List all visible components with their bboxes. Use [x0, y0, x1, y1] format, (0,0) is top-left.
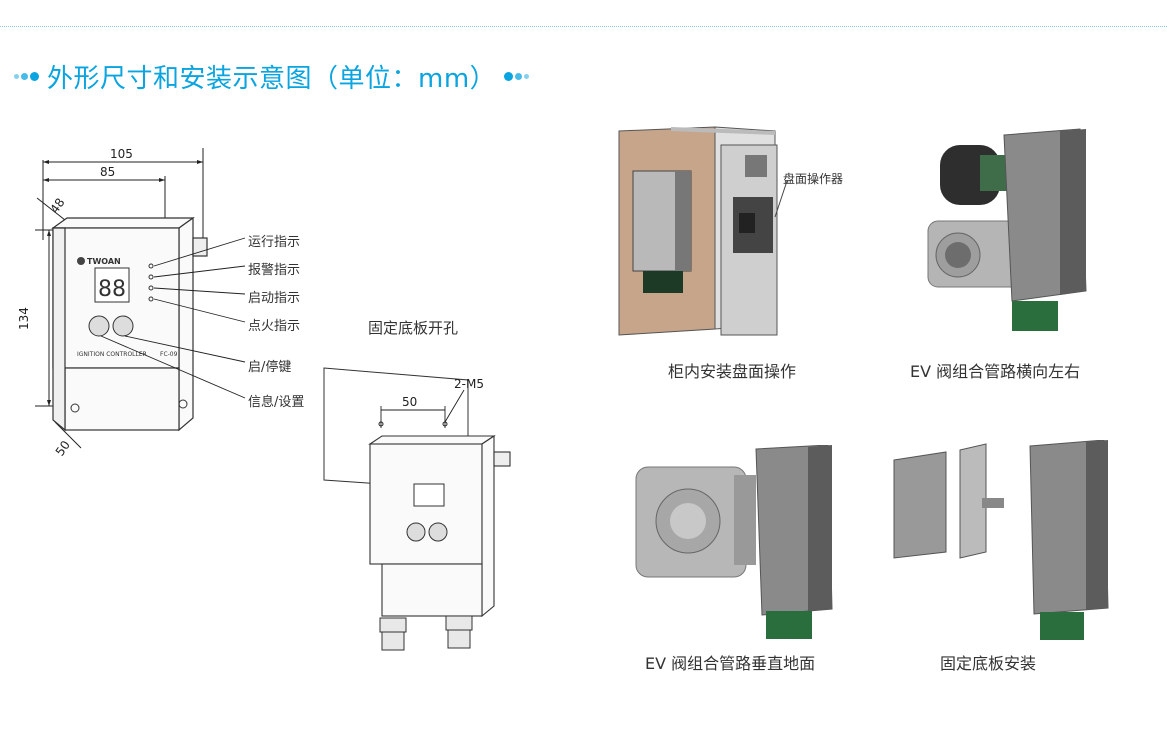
controller-label: IGNITION CONTROLLER — [77, 351, 147, 358]
dots-left-icon — [14, 72, 39, 81]
model-label: FC-09 — [160, 351, 178, 358]
display-digits: 88 — [98, 277, 126, 302]
heading-title: 外形尺寸和安装示意图（单位：mm） — [47, 64, 497, 94]
photo-ev-valve-horizontal — [927, 128, 1087, 331]
caption-ev-vertical: EV 阀组合管路垂直地面 — [645, 654, 816, 673]
photo-cabinet-install — [618, 126, 788, 336]
callout-start-indicator: 启动指示 — [248, 291, 301, 306]
dots-right-icon — [504, 72, 530, 81]
photo-ev-valve-vertical — [635, 445, 833, 639]
caption-cabinet-install: 柜内安装盘面操作 — [668, 362, 797, 381]
callout-start-stop-key: 启/停键 — [248, 360, 292, 375]
brand-logo: TWOAN — [87, 257, 121, 266]
caption-ev-horizontal: EV 阀组合管路横向左右 — [910, 362, 1081, 381]
dim-50: 50 — [53, 438, 73, 459]
cabinet-panel-label: 盘面操作器 — [783, 172, 844, 186]
dim-85: 85 — [100, 165, 115, 179]
dimension-drawing: 105 85 48 134 50 88 TWOAN IGNITION CONTR… — [17, 147, 246, 459]
callout-info-settings: 信息/设置 — [248, 395, 305, 410]
photo-base-plate-install — [893, 440, 1109, 640]
top-divider — [0, 26, 1167, 27]
hole-spec: 2-M5 — [454, 377, 484, 391]
callout-alarm-indicator: 报警指示 — [248, 263, 301, 278]
callout-run-indicator: 运行指示 — [248, 235, 301, 250]
callout-ignition-indicator: 点火指示 — [248, 319, 301, 334]
mount-caption: 固定底板开孔 — [368, 319, 459, 337]
dim-48: 48 — [47, 196, 67, 217]
section-heading: 外形尺寸和安装示意图（单位：mm） — [14, 58, 530, 95]
dim-105: 105 — [110, 147, 133, 161]
mount-drawing: 50 2-M5 — [323, 367, 511, 651]
caption-base-plate: 固定底板安装 — [940, 654, 1037, 673]
hole-spacing: 50 — [402, 395, 417, 409]
dim-134: 134 — [17, 307, 31, 330]
